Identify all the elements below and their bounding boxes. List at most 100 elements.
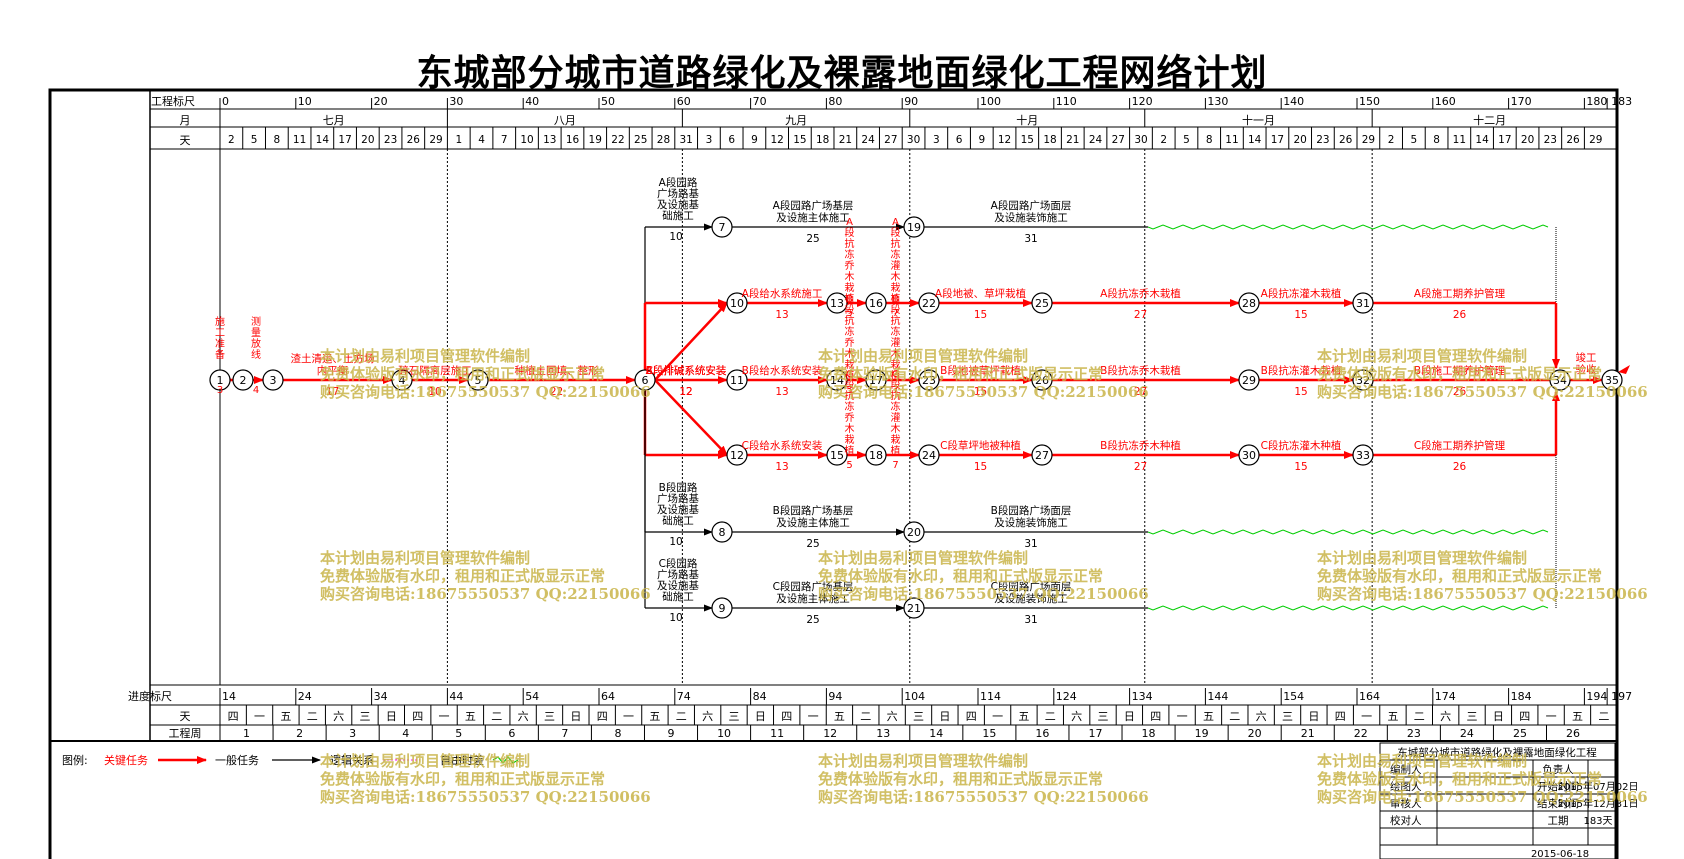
event-node-number: 32 <box>1356 374 1370 387</box>
scale-label: 工程标尺 <box>151 94 195 108</box>
weekday-name: 四 <box>228 710 239 723</box>
weekday-name: 五 <box>1572 710 1583 723</box>
scale-tick-label: 110 <box>1056 95 1077 108</box>
task-name: B段抗冻乔木种植 <box>1100 439 1181 452</box>
task-duration: 12 <box>679 386 692 398</box>
info-key: 工期 <box>1548 815 1569 827</box>
weekday-name: 六 <box>333 710 344 723</box>
event-node-number: 22 <box>922 297 936 310</box>
weekday-name: 一 <box>808 710 819 723</box>
week-number: 23 <box>1407 727 1421 740</box>
page-title: 东城部分城市道路绿化及裸露地面绿化工程网络计划 <box>416 52 1268 94</box>
day-number: 4 <box>478 134 485 146</box>
task-name: C段园路广场面层 <box>991 580 1072 593</box>
task-name-char: 植 <box>891 444 901 457</box>
weekday-name: 五 <box>834 710 845 723</box>
weekday-name: 三 <box>544 710 555 723</box>
scale-tick-label: 60 <box>677 95 691 108</box>
progress-tick-label: 64 <box>601 690 615 703</box>
task-name-char: 工 <box>215 328 225 339</box>
day-number: 15 <box>1021 134 1034 146</box>
task-duration: 15 <box>974 461 987 473</box>
task-name-char: 冻 <box>891 325 901 338</box>
legend-critical-label: 关键任务 <box>104 753 148 767</box>
task-name-char: 测 <box>251 315 261 328</box>
day-number: 11 <box>293 134 306 146</box>
event-node <box>1352 292 1374 314</box>
task-name-char: 乔 <box>845 337 855 349</box>
task-duration: 15 <box>1294 461 1307 473</box>
watermark: 本计划由易利项目管理软件编制免费体验版有水印，租用和正式版显示正常购买咨询电话:… <box>818 347 1149 401</box>
task-name: A段园路广场面层 <box>991 199 1072 212</box>
weekday-name: 二 <box>1414 710 1425 723</box>
week-number: 2 <box>296 727 303 740</box>
task-duration: 17 <box>326 386 339 398</box>
task-name-char: 抗 <box>891 389 901 402</box>
event-node-number: 24 <box>922 449 936 462</box>
task-duration: 10 <box>669 612 682 624</box>
week-number: 22 <box>1354 727 1368 740</box>
info-key: 校对人 <box>1390 814 1422 827</box>
week-number: 13 <box>876 727 890 740</box>
task-name: 及设施主体施工 <box>776 516 850 529</box>
day-number: 18 <box>816 134 829 146</box>
progress-tick-label: 114 <box>980 690 1001 703</box>
legend-logic-label: 逻辑关系 <box>330 753 374 767</box>
month-label: 月 <box>180 114 191 127</box>
task-name: 及设施装饰施工 <box>994 516 1068 529</box>
task-labels: 施工准备3测量放线4渣土清运、土方场内平衡17碎石隔离层施工10种植土回填、整形… <box>215 176 1597 626</box>
week-number: 10 <box>717 727 731 740</box>
event-node <box>903 521 925 543</box>
scale-tick-label: 10 <box>298 95 312 108</box>
weekday-name: 二 <box>307 710 318 723</box>
watermark: 本计划由易利项目管理软件编制免费体验版有水印，租用和正式版显示正常购买咨询电话:… <box>1317 347 1648 401</box>
outer-border <box>48 88 1619 859</box>
day-number: 21 <box>1066 134 1079 146</box>
progress-tick-label: 174 <box>1435 690 1456 703</box>
day-number: 27 <box>884 134 897 146</box>
task-name: B段园路广场基层 <box>773 504 854 517</box>
event-node-number: 21 <box>907 602 921 615</box>
task-duration: 12 <box>679 386 692 398</box>
day-number: 21 <box>839 134 852 146</box>
scale-tick-label: 160 <box>1435 95 1456 108</box>
day-number: 5 <box>1183 134 1190 146</box>
weekday-name: 二 <box>1229 710 1240 723</box>
task-name: C段园路广场基层 <box>773 580 854 593</box>
event-node <box>1238 444 1260 466</box>
event-node-number: 15 <box>830 449 844 462</box>
month-name: 十月 <box>1016 113 1038 127</box>
progress-tick-label: 164 <box>1359 690 1380 703</box>
weekday-name: 四 <box>1150 710 1161 723</box>
weekday-name: 日 <box>386 710 397 723</box>
task-name-char: 段 <box>891 226 901 239</box>
progress-tick-label: 14 <box>222 690 236 703</box>
weekday-name: 日 <box>1308 710 1319 723</box>
task-name-char: 抗 <box>845 389 855 402</box>
task-name-char: 木 <box>891 423 901 435</box>
event-node <box>1549 369 1571 391</box>
month-name: 十二月 <box>1473 113 1506 127</box>
task-name-char: 灌 <box>891 412 901 424</box>
day-number: 26 <box>1339 134 1353 146</box>
week-number: 4 <box>402 727 409 740</box>
legend-float-line <box>492 756 519 764</box>
task-name: 及设施装饰施工 <box>994 211 1068 224</box>
weekday-name: 五 <box>280 710 291 723</box>
day-number: 28 <box>657 134 670 146</box>
task-name-char: 木 <box>845 271 855 283</box>
progress-tick-label: 94 <box>828 690 842 703</box>
day-number: 18 <box>1043 134 1056 146</box>
task-name: 渣土清运、土方场 <box>291 352 375 365</box>
info-value: 183天 <box>1583 816 1612 827</box>
scale-tick-label: 140 <box>1283 95 1304 108</box>
event-node-number: 4 <box>399 374 406 387</box>
task-name-char: 植 <box>891 292 901 305</box>
event-node <box>1601 369 1623 391</box>
event-node-number: 35 <box>1605 374 1619 387</box>
day-number: 6 <box>728 134 735 146</box>
task-name-char: 冻 <box>845 248 855 261</box>
weekday-name: 一 <box>1546 710 1557 723</box>
day-number: 23 <box>1316 134 1329 146</box>
